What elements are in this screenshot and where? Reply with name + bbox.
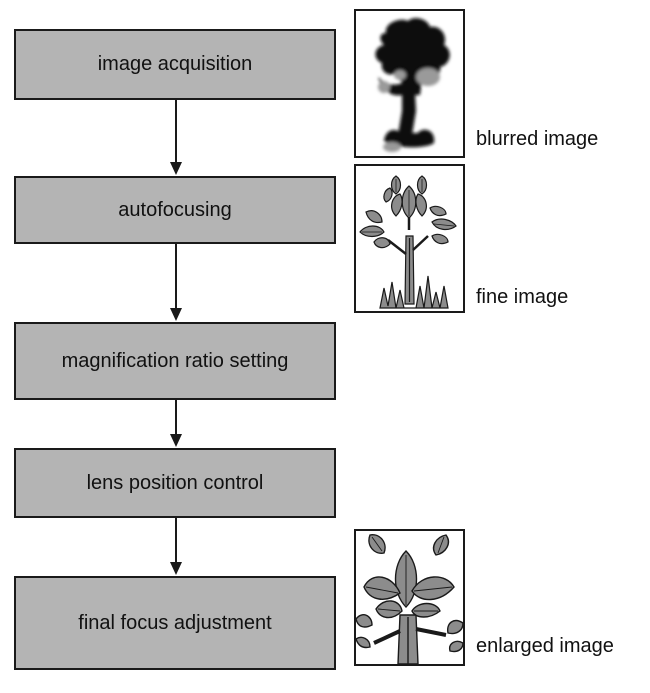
step-final-focus-adjustment: final focus adjustment — [14, 576, 336, 670]
sharp-tree-icon — [359, 175, 457, 309]
step-autofocusing: autofocusing — [14, 176, 336, 244]
arrow-2 — [170, 244, 182, 321]
blurred-tree-icon — [375, 18, 450, 152]
blurred-image-panel — [354, 9, 465, 158]
fine-image-panel — [354, 164, 465, 313]
arrow-3 — [170, 400, 182, 447]
arrow-1 — [170, 100, 182, 175]
enlarged-image-caption: enlarged image — [476, 635, 614, 657]
step-final-focus-adjustment-label: final focus adjustment — [78, 611, 272, 634]
step-image-acquisition: image acquisition — [14, 29, 336, 100]
enlarged-image-panel — [354, 529, 465, 666]
enlarged-tree-icon — [356, 534, 463, 664]
step-magnification-ratio-setting-label: magnification ratio setting — [61, 349, 289, 372]
fine-image-caption: fine image — [476, 286, 569, 308]
step-image-acquisition-label: image acquisition — [97, 53, 253, 75]
arrow-4 — [170, 518, 182, 575]
step-magnification-ratio-setting: magnification ratio setting — [14, 322, 336, 400]
blurred-image-caption: blurred image — [476, 128, 599, 150]
step-lens-position-control-label: lens position control — [86, 471, 264, 494]
step-lens-position-control: lens position control — [14, 448, 336, 518]
step-autofocusing-label: autofocusing — [118, 198, 232, 221]
